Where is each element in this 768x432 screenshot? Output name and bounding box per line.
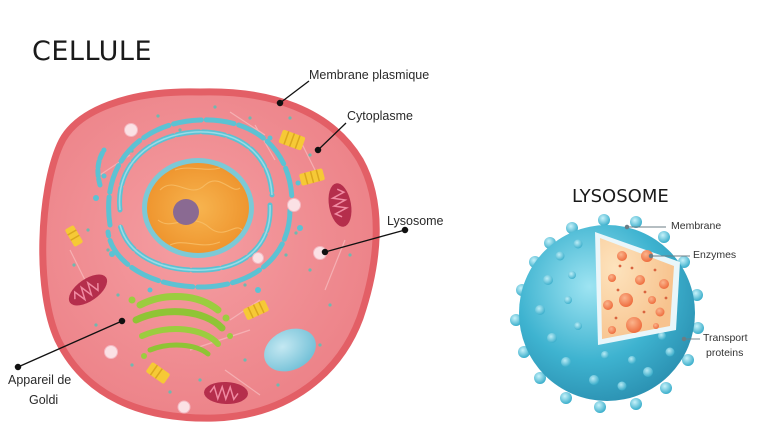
membrane-leader-dot [276,99,284,107]
lysosome-leader-line [324,229,406,253]
cytoplasme-label: Cytoplasme [347,109,413,123]
mitochondrion [328,183,352,227]
golgi-leader-dot-inner [118,317,126,325]
transport-leader-dot [681,336,687,342]
enzymes-leader-dot [648,253,654,259]
lyso-transport-label-line2: proteins [706,347,744,359]
cell-title: CELLULE [32,36,153,67]
lysosome-interior [600,238,674,339]
mitochondrion [204,381,248,405]
cell-lysosomes [104,123,327,414]
golgi-label-line1: Appareil de [8,373,72,387]
vacuole [264,328,316,372]
lysosome-label: Lysosome [387,214,444,228]
lyso-transport-label-line1: Transport [703,332,748,344]
cytoplasm-contents [65,105,352,414]
cytoplasm-leader-line [317,122,347,151]
enzymes [603,250,669,334]
cell-leader-lines [14,80,409,371]
membrane-leader-dot [624,224,630,230]
membrane-leader-line [279,80,310,104]
lyso-membrane-label: Membrane [671,220,722,232]
lysosome-detail [510,214,704,413]
membrane-plasmique-label: Membrane plasmique [309,68,430,82]
nucleus [142,158,254,258]
er-highlights [118,131,273,271]
lyso-enzymes-label: Enzymes [693,249,737,261]
lysosome-leader-dot-outer [401,226,409,234]
enzyme-specks [614,264,668,320]
surface-bumps [535,239,675,391]
golgi-label-line2: Goldi [29,393,59,407]
animal-cell [39,88,380,422]
nucleolus [173,199,199,225]
lysosome-leader-lines [624,224,700,342]
er-vesicles [93,135,303,293]
centrioles [65,129,325,384]
golgi-leader-line [17,320,123,368]
golgi-leader-dot-outer [14,363,22,371]
mitochondria [68,183,352,405]
lysosome-leader-dot-inner [321,248,329,256]
mitochondrion [68,274,108,306]
lysosome-title: LYSOSOME [572,186,669,207]
cytoplasm-leader-dot [314,146,322,154]
golgi-apparatus [128,293,233,359]
